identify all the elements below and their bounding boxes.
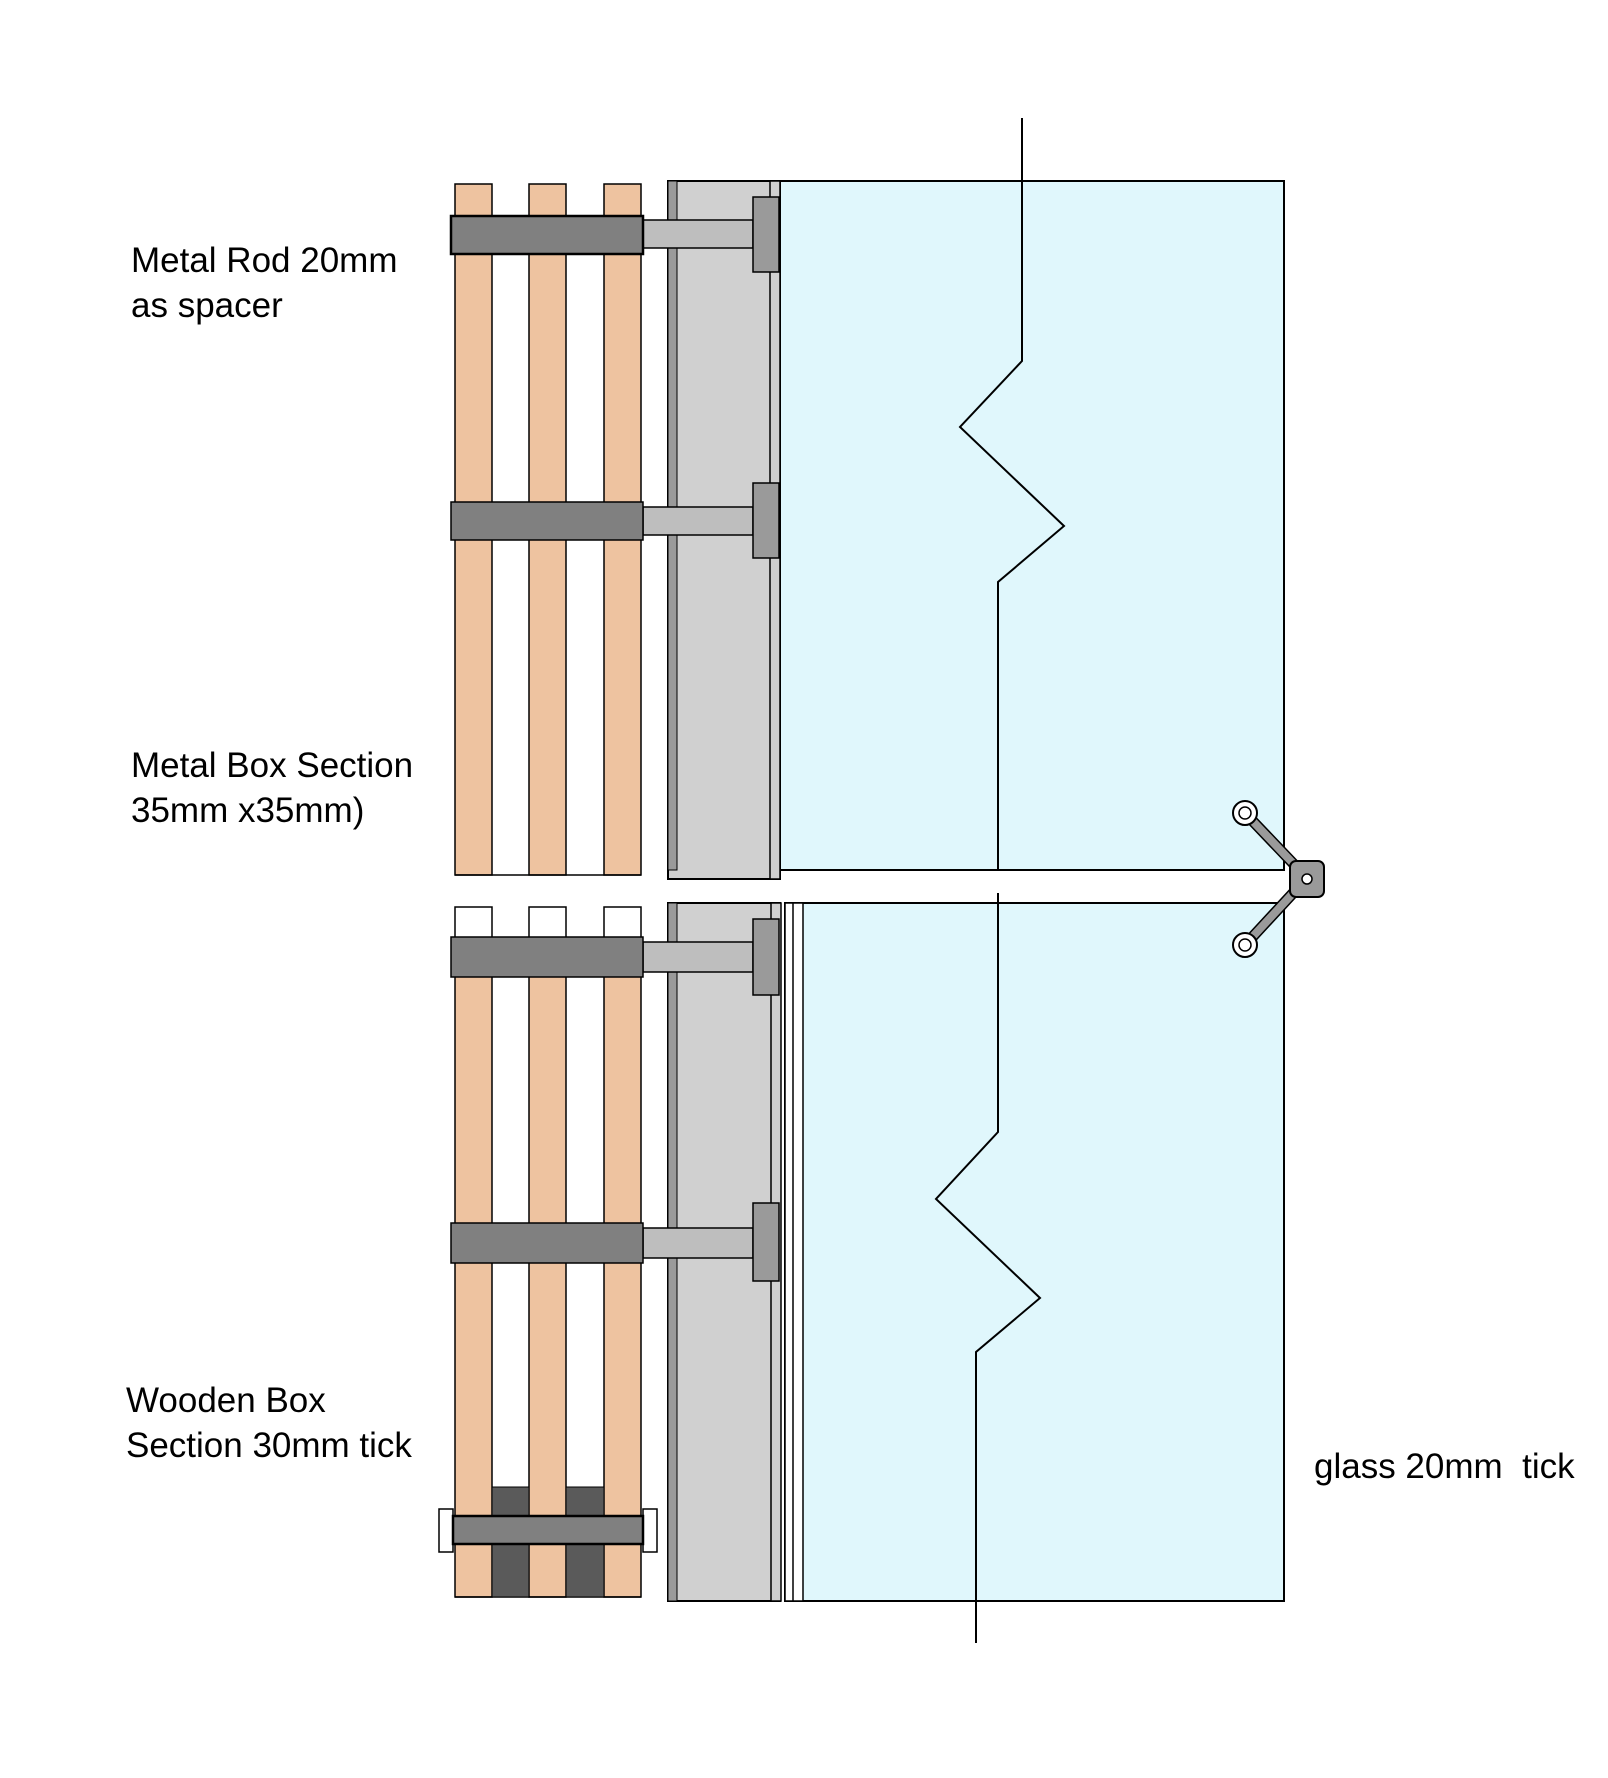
break-line-lower bbox=[934, 893, 1042, 1643]
rod-end-cap bbox=[438, 1508, 454, 1553]
label-metal-rod: Metal Rod 20mm as spacer bbox=[131, 238, 397, 328]
spacer-rod bbox=[642, 941, 754, 973]
label-wooden-box-line1: Wooden Box bbox=[126, 1381, 326, 1420]
wooden-slat bbox=[528, 938, 567, 1598]
label-metal-box-section: Metal Box Section 35mm x35mm) bbox=[131, 743, 413, 833]
spacer-rod bbox=[642, 1227, 754, 1259]
lower-panel bbox=[438, 893, 1285, 1643]
label-metal-box-line2: 35mm x35mm) bbox=[131, 791, 365, 830]
wooden-slat bbox=[454, 938, 493, 1598]
label-wooden-box-section: Wooden Box Section 30mm tick bbox=[126, 1378, 412, 1468]
label-glass: glass 20mm tick bbox=[1314, 1444, 1580, 1489]
spider-bolt-inner bbox=[1238, 938, 1252, 952]
glass-panel-upper bbox=[779, 180, 1285, 871]
upper-panel bbox=[449, 118, 1285, 880]
label-metal-rod-line2: as spacer bbox=[131, 286, 283, 325]
rod-end-cap bbox=[642, 1508, 658, 1553]
label-metal-rod-line1: Metal Rod 20mm bbox=[131, 241, 398, 280]
fixing-plate bbox=[752, 482, 780, 559]
slat-stub bbox=[528, 906, 567, 940]
metal-rod bbox=[451, 1514, 645, 1546]
metal-rod bbox=[449, 214, 645, 256]
spider-fitting bbox=[1232, 800, 1325, 958]
wooden-slat bbox=[603, 938, 642, 1598]
slat-stub bbox=[603, 906, 642, 940]
label-glass-line1: glass 20mm tick bbox=[1314, 1447, 1575, 1486]
label-wooden-box-line2: Section 30mm tick bbox=[126, 1426, 412, 1465]
metal-rod bbox=[450, 1222, 644, 1264]
fixing-plate bbox=[752, 918, 780, 996]
metal-rod bbox=[450, 936, 644, 978]
spacer-rod bbox=[642, 219, 754, 249]
label-metal-box-line1: Metal Box Section bbox=[131, 746, 414, 785]
fixing-plate bbox=[752, 1202, 780, 1282]
glass-panel-lower bbox=[784, 902, 1285, 1602]
spider-hub-bolt bbox=[1301, 873, 1313, 885]
glass-edge-strip bbox=[784, 902, 804, 1602]
fixing-plate bbox=[752, 196, 780, 273]
spider-bolt-inner bbox=[1238, 806, 1252, 820]
metal-rod bbox=[450, 501, 644, 541]
break-line-upper bbox=[958, 118, 1066, 870]
spacer-rod bbox=[642, 506, 754, 536]
slat-stub bbox=[454, 906, 493, 940]
